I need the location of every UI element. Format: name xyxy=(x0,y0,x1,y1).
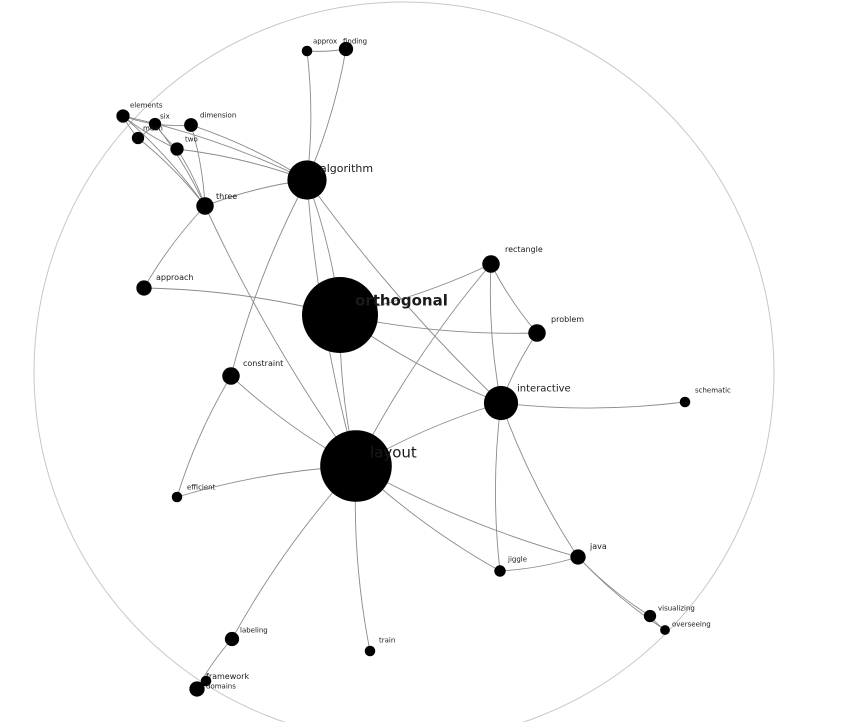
node-dot-efficient[interactable] xyxy=(171,491,183,503)
node-dot-layout[interactable] xyxy=(320,430,392,502)
node-dot-orthogonal[interactable] xyxy=(302,277,378,353)
edge-interactive-schematic xyxy=(500,401,686,409)
node-train[interactable]: train xyxy=(364,636,396,657)
node-dot-approach[interactable] xyxy=(136,280,152,296)
edge-three-elements xyxy=(122,115,206,207)
node-label-domains: domains xyxy=(206,682,236,690)
edge-constraint-efficient xyxy=(176,375,232,498)
edge-algorithm-constraint xyxy=(230,179,308,377)
node-label-java: java xyxy=(589,542,607,551)
node-label-jiggle: jiggle xyxy=(507,555,527,563)
edge-java-overseeing xyxy=(577,556,666,631)
node-problem[interactable]: problem xyxy=(528,315,584,342)
node-dot-overseeing[interactable] xyxy=(660,625,670,635)
node-interactive[interactable]: interactive xyxy=(483,384,571,421)
node-dot-six[interactable] xyxy=(131,131,145,145)
node-label-framework: framework xyxy=(206,672,249,681)
node-dot-java[interactable] xyxy=(570,549,586,565)
edge-interactive-jiggle xyxy=(495,402,502,572)
edge-algorithm-elements xyxy=(122,115,308,181)
node-label-elements: elements xyxy=(130,101,163,109)
edge-algorithm-interactive xyxy=(306,179,502,404)
node-approx[interactable]: approx xyxy=(301,37,337,57)
node-dot-algorithm[interactable] xyxy=(287,160,327,200)
node-dot-approx[interactable] xyxy=(301,45,313,57)
node-dot-framework[interactable] xyxy=(189,681,205,697)
node-label-layout: layout xyxy=(370,443,417,461)
node-label-constraint: constraint xyxy=(243,359,283,368)
node-efficient[interactable]: efficient xyxy=(171,483,216,503)
node-labeling[interactable]: labeling xyxy=(224,626,268,647)
node-six[interactable]: six xyxy=(131,112,170,145)
node-label-dimension: dimension xyxy=(200,111,236,119)
node-finding[interactable]: finding xyxy=(338,37,367,57)
node-label-mean: mean xyxy=(143,124,163,132)
node-framework[interactable]: framework xyxy=(189,672,249,697)
node-dot-interactive[interactable] xyxy=(483,385,519,421)
node-dot-dimension[interactable] xyxy=(184,118,198,132)
node-layout[interactable]: layout xyxy=(320,430,417,502)
node-dot-visualizing[interactable] xyxy=(643,609,657,623)
node-dot-elements[interactable] xyxy=(116,109,130,123)
node-label-problem: problem xyxy=(551,315,584,324)
node-label-six: six xyxy=(160,112,170,120)
node-dot-rectangle[interactable] xyxy=(482,255,500,273)
node-orthogonal[interactable]: orthogonal xyxy=(302,277,448,353)
node-label-three: three xyxy=(216,192,237,201)
node-rectangle[interactable]: rectangle xyxy=(482,245,543,273)
edge-three-approach xyxy=(143,205,206,289)
node-label-efficient: efficient xyxy=(187,483,216,491)
node-label-schematic: schematic xyxy=(695,386,731,394)
node-label-train: train xyxy=(379,636,395,644)
nodes-layer: orthogonal layout algorithm interactive rect… xyxy=(116,37,731,697)
node-algorithm[interactable]: algorithm xyxy=(287,160,373,200)
node-dot-schematic[interactable] xyxy=(679,396,691,408)
edge-three-layout xyxy=(204,205,357,467)
node-label-labeling: labeling xyxy=(240,626,268,634)
edge-rectangle-problem xyxy=(490,263,538,334)
node-visualizing[interactable]: visualizing xyxy=(643,604,695,623)
node-java[interactable]: java xyxy=(570,542,607,565)
node-dot-jiggle[interactable] xyxy=(494,565,506,577)
node-dot-finding[interactable] xyxy=(338,41,354,57)
node-dot-constraint[interactable] xyxy=(222,367,240,385)
node-domains[interactable]: domains xyxy=(200,675,236,691)
edge-layout-java xyxy=(355,465,579,558)
node-jiggle[interactable]: jiggle xyxy=(494,555,527,577)
graph-boundary-circle xyxy=(33,1,775,722)
edge-three-six xyxy=(137,137,206,207)
node-overseeing[interactable]: overseeing xyxy=(660,620,711,635)
edge-algorithm-finding xyxy=(306,48,347,181)
node-label-algorithm: algorithm xyxy=(320,162,373,175)
node-dimension[interactable]: dimension xyxy=(184,111,236,132)
node-label-finding: finding xyxy=(343,37,367,45)
edge-java-visualizing xyxy=(577,556,651,617)
edge-algorithm-two xyxy=(176,148,308,181)
node-dot-train[interactable] xyxy=(364,645,376,657)
node-two[interactable]: two xyxy=(170,135,198,156)
node-label-overseeing: overseeing xyxy=(672,620,711,628)
node-label-interactive: interactive xyxy=(517,384,571,395)
node-dot-domains[interactable] xyxy=(200,675,212,687)
node-dot-two[interactable] xyxy=(170,142,184,156)
node-constraint[interactable]: constraint xyxy=(222,359,283,385)
node-approach[interactable]: approach xyxy=(136,273,193,296)
node-label-visualizing: visualizing xyxy=(658,604,695,612)
node-label-approach: approach xyxy=(156,273,193,282)
node-label-approx: approx xyxy=(313,37,337,45)
node-dot-three[interactable] xyxy=(196,197,214,215)
node-label-rectangle: rectangle xyxy=(505,245,543,254)
edge-interactive-java xyxy=(500,402,579,558)
node-label-two: two xyxy=(185,135,198,143)
node-schematic[interactable]: schematic xyxy=(679,386,731,408)
node-three[interactable]: three xyxy=(196,192,237,215)
node-label-orthogonal: orthogonal xyxy=(355,291,448,309)
edges-layer xyxy=(122,48,686,690)
node-elements[interactable]: elements xyxy=(116,101,163,123)
node-dot-labeling[interactable] xyxy=(224,631,240,647)
node-dot-problem[interactable] xyxy=(528,324,546,342)
node-mean[interactable]: mean xyxy=(143,117,163,133)
node-dot-mean[interactable] xyxy=(148,117,162,131)
